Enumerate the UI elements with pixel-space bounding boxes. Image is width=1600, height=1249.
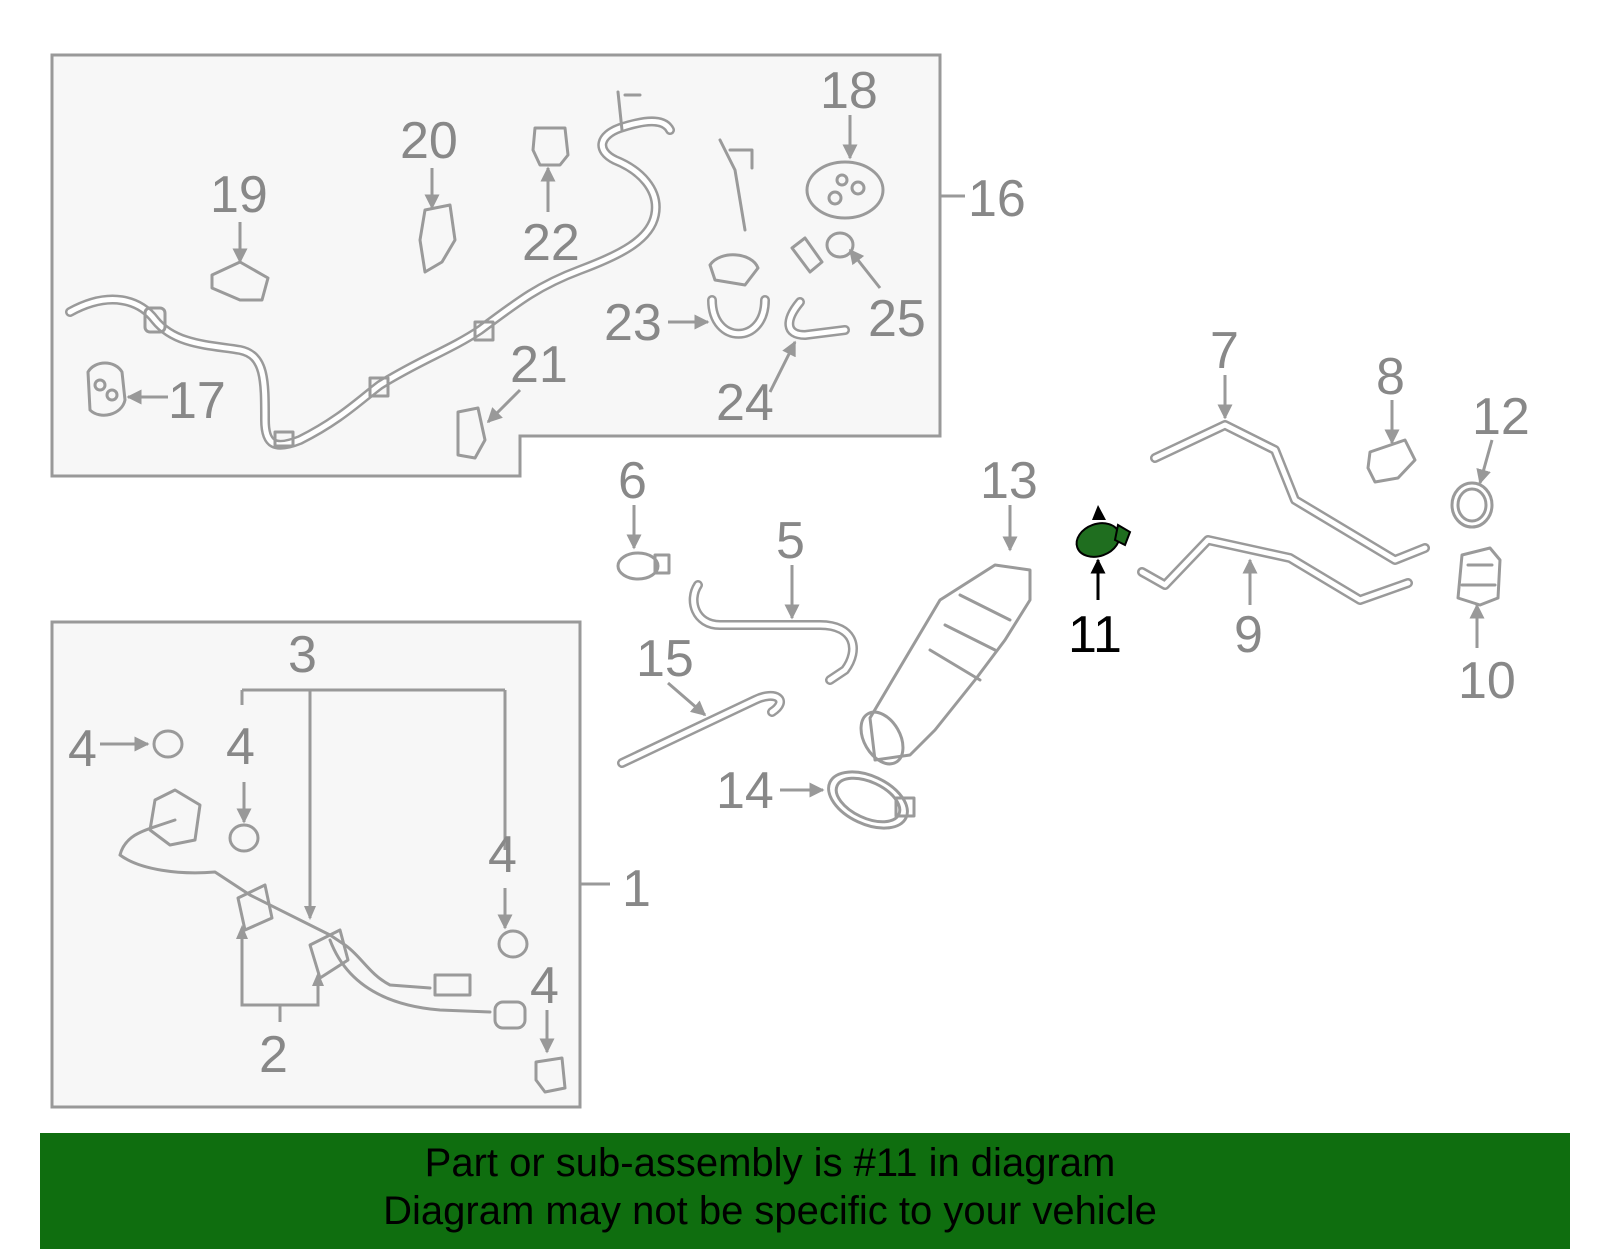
callout-25: 25: [868, 290, 926, 348]
part-10-bracket: [1456, 546, 1502, 607]
callout-19: 19: [210, 166, 268, 224]
valve-assembly: [708, 138, 760, 287]
callout-13: 13: [980, 452, 1038, 510]
part-9-pipe: [1137, 535, 1413, 605]
callout-9: 9: [1234, 606, 1263, 664]
part-17-connector: [86, 361, 127, 417]
info-banner: Part or sub-assembly is #11 in diagram D…: [40, 1133, 1570, 1249]
callout-4b: 4: [226, 718, 255, 776]
harness-1: [118, 788, 527, 1030]
callout-10: 10: [1458, 652, 1516, 710]
callout-16: 16: [968, 170, 1026, 228]
callout-20: 20: [400, 112, 458, 170]
callout-17: 17: [168, 372, 226, 430]
brake-line-16: [65, 90, 675, 450]
part-24-hose: [784, 297, 850, 340]
callout-4c: 4: [488, 826, 517, 884]
callout-11: 11: [1068, 606, 1122, 664]
callout-18: 18: [820, 62, 878, 120]
part-8-clip: [1366, 438, 1417, 484]
banner-line-1: Part or sub-assembly is #11 in diagram: [424, 1141, 1116, 1185]
callout-5: 5: [776, 512, 805, 570]
part-4-grommets: [152, 729, 567, 1094]
part-20-bracket: [418, 203, 457, 274]
banner-line-2: Diagram may not be specific to your vehi…: [383, 1189, 1157, 1233]
part-13-filler-neck: [859, 563, 1032, 766]
callout-24: 24: [716, 374, 774, 432]
part-6-clamp: [616, 551, 671, 581]
callout-23: 23: [604, 294, 662, 352]
callout-7: 7: [1210, 322, 1239, 380]
part-12-clamp: [1450, 481, 1494, 529]
part-15-hose: [617, 690, 785, 768]
part-5-hose: [688, 580, 858, 685]
callout-21: 21: [510, 336, 568, 394]
assembly-16-box: [50, 53, 942, 478]
callout-8: 8: [1376, 348, 1405, 406]
callout-6: 6: [618, 452, 647, 510]
callout-4d: 4: [530, 957, 559, 1015]
callout-3: 3: [288, 626, 317, 684]
callout-4a: 4: [68, 720, 97, 778]
callout-2: 2: [259, 1026, 288, 1084]
part-11-cap-highlighted: [1075, 505, 1132, 558]
part-25-clamp: [790, 231, 855, 274]
part-7-pipe: [1150, 420, 1430, 565]
callout-22: 22: [522, 214, 580, 272]
part-14-clamp: [827, 770, 916, 830]
callout-1: 1: [622, 860, 651, 918]
part-22-clip: [531, 126, 570, 167]
part-21-clip: [456, 406, 487, 460]
callout-12: 12: [1472, 388, 1530, 446]
part-23-hose: [707, 295, 770, 339]
callout-15: 15: [636, 630, 694, 688]
callout-14: 14: [716, 762, 774, 820]
part-18-grommet: [805, 160, 885, 220]
